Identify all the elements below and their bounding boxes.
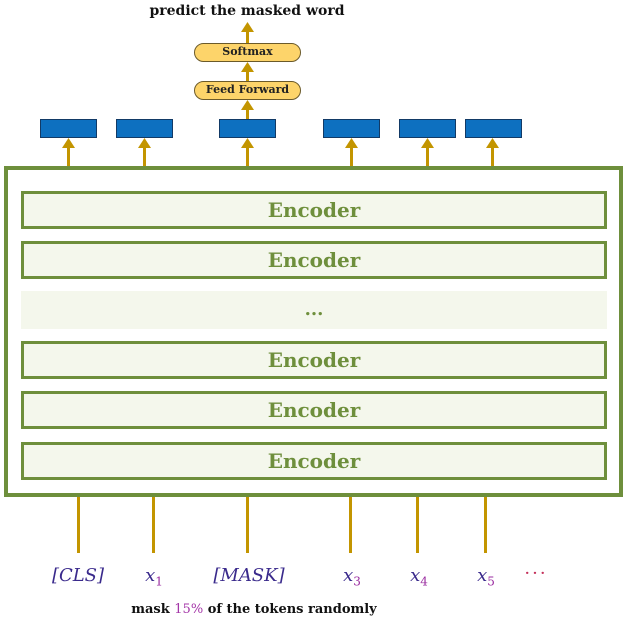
arrow-stack-to-x3 xyxy=(350,146,353,168)
token-x1: x1 xyxy=(124,565,184,589)
arrowhead-icon xyxy=(421,138,434,148)
arrowhead-icon xyxy=(241,138,254,148)
token-x5: x5 xyxy=(456,565,516,589)
mask-caption: mask 15% of the tokens randomly xyxy=(0,602,508,617)
token-subscript: 4 xyxy=(420,574,428,589)
input-line-cls xyxy=(77,497,80,553)
input-line-x3 xyxy=(349,497,352,553)
input-line-x4 xyxy=(416,497,419,553)
arrow-output-to-ff xyxy=(246,106,249,120)
token-x4: x4 xyxy=(389,565,449,589)
output-box-x4 xyxy=(399,119,456,138)
input-line-x5 xyxy=(484,497,487,553)
output-box-x5 xyxy=(465,119,522,138)
encoder-ellipsis: ... xyxy=(21,291,607,329)
token-subscript: 3 xyxy=(353,574,361,589)
token-cls: [CLS] xyxy=(28,565,128,586)
token-subscript: 1 xyxy=(155,574,163,589)
token-mask: [MASK] xyxy=(194,565,304,586)
token-text: x xyxy=(477,565,488,586)
input-line-x1 xyxy=(152,497,155,553)
encoder-layer-1: Encoder xyxy=(21,191,607,229)
output-box-mask xyxy=(219,119,276,138)
arrowhead-icon xyxy=(241,62,254,72)
token-x3: x3 xyxy=(322,565,382,589)
caption-suffix: of the tokens randomly xyxy=(203,602,377,617)
caption-percent: 15% xyxy=(174,602,204,617)
arrowhead-icon xyxy=(138,138,151,148)
arrow-stack-to-x1 xyxy=(143,146,146,168)
arrow-stack-to-mask xyxy=(246,146,249,168)
arrow-stack-to-x4 xyxy=(426,146,429,168)
arrowhead-icon xyxy=(241,22,254,32)
arrow-stack-to-cls xyxy=(67,146,70,168)
predict-title: predict the masked word xyxy=(149,3,345,19)
token-text: x xyxy=(145,565,156,586)
arrow-softmax-to-title xyxy=(246,28,249,44)
token-more: ··· xyxy=(524,563,548,584)
encoder-layer-n-1: Encoder xyxy=(21,391,607,429)
token-subscript: 5 xyxy=(487,574,495,589)
arrowhead-icon xyxy=(486,138,499,148)
feed-forward-box: Feed Forward xyxy=(194,81,301,100)
encoder-layer-2: Encoder xyxy=(21,241,607,279)
input-line-mask xyxy=(246,497,249,553)
caption-prefix: mask xyxy=(131,602,175,617)
token-text: x xyxy=(343,565,354,586)
encoder-layer-n-2: Encoder xyxy=(21,341,607,379)
arrow-stack-to-x5 xyxy=(491,146,494,168)
arrow-ff-to-softmax xyxy=(246,68,249,82)
encoder-layer-n: Encoder xyxy=(21,442,607,480)
arrowhead-icon xyxy=(241,100,254,110)
token-text: [MASK] xyxy=(213,565,285,586)
token-text: [CLS] xyxy=(51,565,105,586)
output-box-x3 xyxy=(323,119,380,138)
token-text: x xyxy=(410,565,421,586)
output-box-cls xyxy=(40,119,97,138)
output-box-x1 xyxy=(116,119,173,138)
arrowhead-icon xyxy=(62,138,75,148)
softmax-box: Softmax xyxy=(194,43,301,62)
arrowhead-icon xyxy=(345,138,358,148)
